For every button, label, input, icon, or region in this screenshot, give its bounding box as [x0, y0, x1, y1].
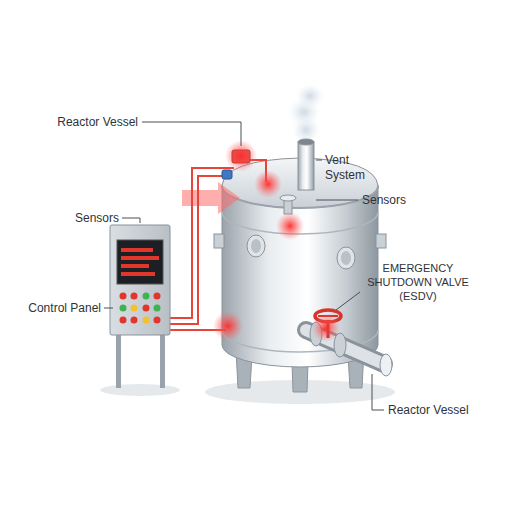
callout-label: Control Panel — [28, 301, 101, 316]
callout-label: Sensors — [75, 211, 119, 226]
leader-lines — [104, 122, 384, 410]
alarm-arrow — [182, 182, 240, 214]
esdv-pipe — [306, 310, 392, 376]
callout-label: Sensors — [362, 193, 406, 208]
callout-label: EMERGENCY SHUTDOWN VALVE (ESDV) — [362, 261, 474, 303]
sensor-blue — [222, 170, 232, 179]
shadow — [100, 384, 180, 396]
vent-pipe — [298, 139, 314, 190]
alarm-glows — [213, 140, 340, 342]
steam — [288, 84, 324, 144]
control-panel — [110, 225, 170, 388]
signal-wires — [170, 160, 266, 330]
callout-label: Reactor Vessel — [388, 403, 469, 418]
callout-label: Reactor Vessel — [57, 115, 138, 130]
callout-label: Vent System — [325, 153, 371, 183]
